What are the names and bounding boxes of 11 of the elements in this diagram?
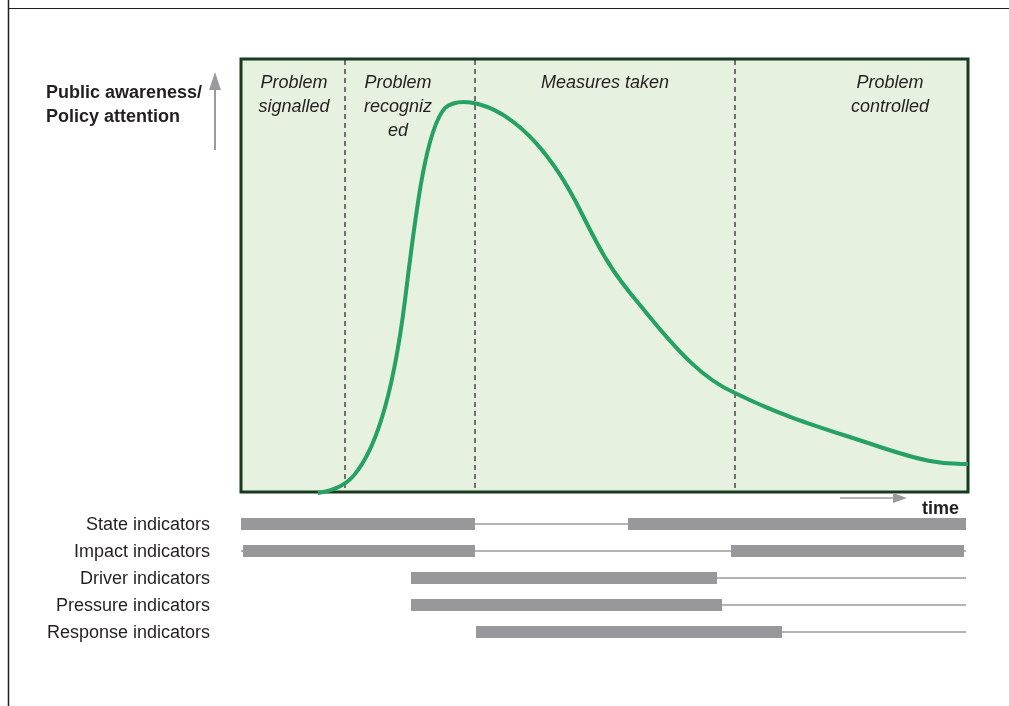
axis-label: time <box>922 497 960 520</box>
row-label: Impact indicators <box>72 540 210 563</box>
row-label: State indicators <box>84 513 210 536</box>
phase-label: Problem signalled <box>257 71 331 118</box>
phase-label: Problem controlled <box>849 71 931 118</box>
phase-label: Problem recogniz ed <box>362 71 433 142</box>
axis-label: Public awareness/ Policy attention <box>46 81 204 128</box>
row-label: Driver indicators <box>78 567 210 590</box>
phase-label: Measures taken <box>540 71 670 94</box>
row-label: Pressure indicators <box>54 594 210 617</box>
row-label: Response indicators <box>45 621 210 644</box>
